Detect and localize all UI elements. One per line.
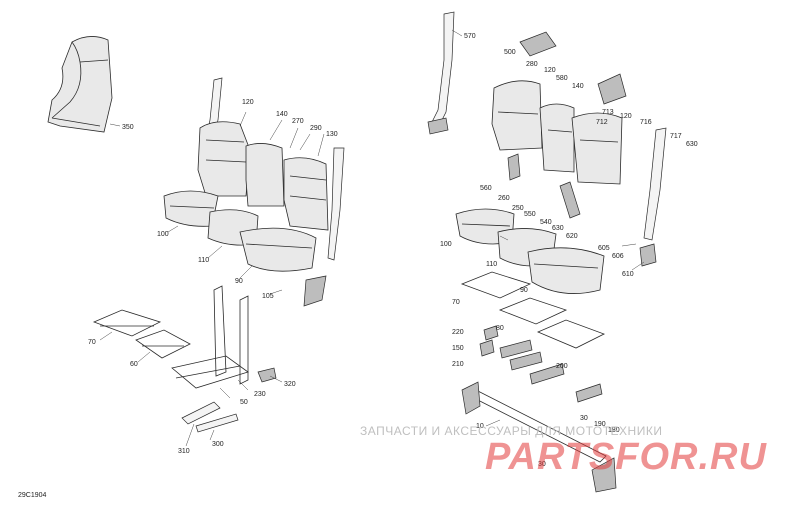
label-290: 290: [310, 125, 322, 132]
label-70-right: 70: [452, 299, 460, 306]
label-350: 350: [122, 124, 134, 131]
bench-seat-right: [455, 80, 667, 294]
label-30-bottom: 30: [538, 461, 546, 468]
label-10: 10: [476, 423, 484, 430]
label-220: 220: [452, 329, 464, 336]
label-630-mid: 630: [552, 225, 564, 232]
label-150: 150: [452, 345, 464, 352]
watermark-caption: ЗАПЧАСТИ И АКСЕССУАРЫ ДЛЯ МОТОТЕХНИКИ: [360, 424, 663, 438]
label-50: 50: [240, 399, 248, 406]
label-60-left: 60: [130, 361, 138, 368]
seat-frame-left: [92, 285, 277, 433]
label-570: 570: [464, 33, 476, 40]
label-70-left: 70: [88, 339, 96, 346]
bench-seat-left: [163, 77, 345, 307]
headrest-pads: [519, 31, 627, 105]
label-580: 580: [556, 75, 568, 82]
label-320: 320: [284, 381, 296, 388]
label-140-right: 140: [572, 83, 584, 90]
label-250: 250: [512, 205, 524, 212]
diagram-code: 29C1904: [18, 492, 47, 499]
label-300: 300: [212, 441, 224, 448]
label-110-right: 110: [486, 261, 497, 268]
label-180: 180: [608, 427, 620, 434]
label-210: 210: [452, 361, 464, 368]
label-606: 606: [612, 253, 624, 260]
label-190: 190: [594, 421, 606, 428]
part-labels: 350 120 140 270 290 130 100 110 90 105 7…: [88, 33, 698, 468]
label-140-left: 140: [276, 111, 288, 118]
label-90-right: 90: [520, 287, 528, 294]
seat-cover-350: [47, 36, 113, 133]
label-550: 550: [524, 211, 536, 218]
label-200: 200: [556, 363, 568, 370]
label-130: 130: [326, 131, 338, 138]
label-610: 610: [622, 271, 634, 278]
label-105: 105: [262, 293, 274, 300]
label-90-left: 90: [235, 278, 243, 285]
label-560: 560: [480, 185, 492, 192]
label-630-top: 630: [686, 141, 698, 148]
label-716: 716: [640, 119, 652, 126]
label-712: 712: [596, 119, 608, 126]
label-620: 620: [566, 233, 578, 240]
label-717: 717: [670, 133, 682, 140]
label-260: 260: [498, 195, 510, 202]
label-100-right: 100: [440, 241, 452, 248]
label-110-left: 110: [198, 257, 209, 264]
label-270: 270: [292, 118, 304, 125]
shoulder-belt-570: [427, 11, 455, 135]
label-605: 605: [598, 245, 610, 252]
watermark-logo: PARTSFOR.RU: [485, 436, 767, 478]
label-100-left: 100: [157, 231, 169, 238]
label-120-left: 120: [242, 99, 254, 106]
label-30-top: 30: [580, 415, 588, 422]
seat-frame-right: [460, 271, 617, 493]
label-280: 280: [526, 61, 538, 68]
label-230: 230: [254, 391, 266, 398]
label-80: 80: [496, 325, 504, 332]
label-500: 500: [504, 49, 516, 56]
label-310: 310: [178, 448, 190, 455]
label-713: 713: [602, 109, 614, 116]
label-120-right-b: 120: [620, 113, 632, 120]
label-120-right-a: 120: [544, 67, 556, 74]
leader-lines: [99, 29, 645, 447]
label-540: 540: [540, 219, 552, 226]
